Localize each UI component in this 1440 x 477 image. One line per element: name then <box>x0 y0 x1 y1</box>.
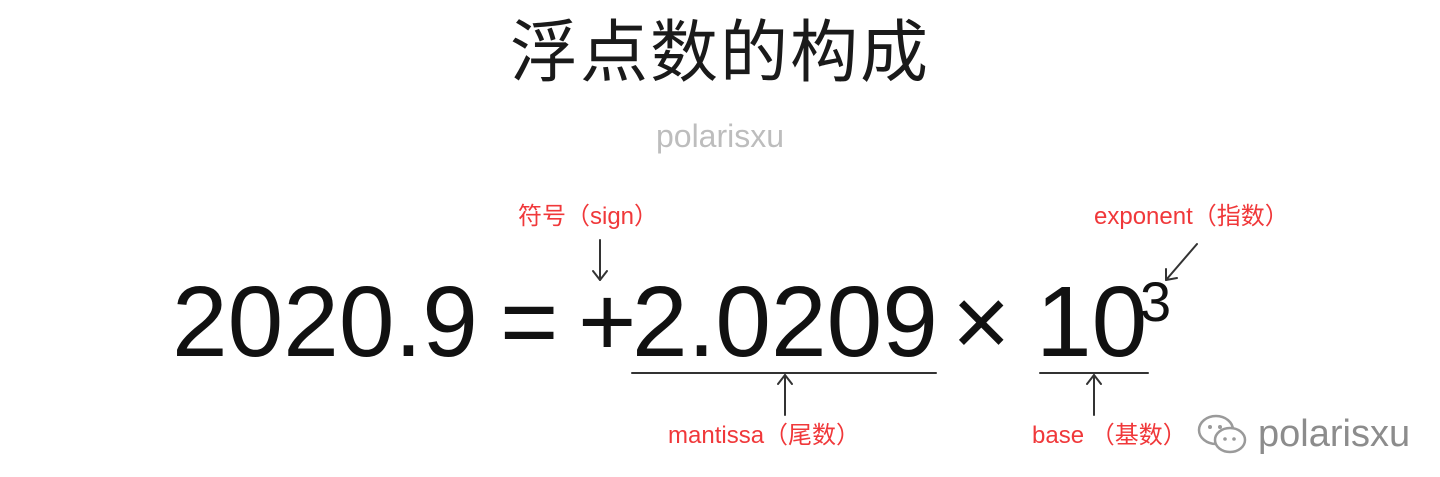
mantissa-arrow <box>777 374 793 416</box>
label-mantissa: mantissa（尾数） <box>668 422 861 449</box>
sign-arrow <box>592 239 608 281</box>
equation-base: 10 <box>1036 266 1148 378</box>
equation-times: × <box>952 266 1011 378</box>
exponent-arrow <box>1165 243 1198 281</box>
equation-equals: = <box>500 266 559 378</box>
subtitle: polarisxu <box>655 118 785 154</box>
equation-lhs: 2020.9 <box>172 266 478 378</box>
equation-sign: + <box>578 266 637 378</box>
label-sign: 符号（sign） <box>518 203 659 230</box>
wechat-icon <box>1197 414 1247 454</box>
equation-exponent: 3 <box>1140 270 1172 333</box>
label-base: base （基数） <box>1032 422 1187 449</box>
watermark-text: polarisxu <box>1258 412 1411 455</box>
watermark: polarisxu <box>1196 404 1410 464</box>
base-arrow <box>1086 374 1102 416</box>
label-exponent: exponent（指数） <box>1094 203 1289 230</box>
page-title: 浮点数的构成 <box>509 14 930 93</box>
equation-mantissa: 2.0209 <box>632 266 938 378</box>
